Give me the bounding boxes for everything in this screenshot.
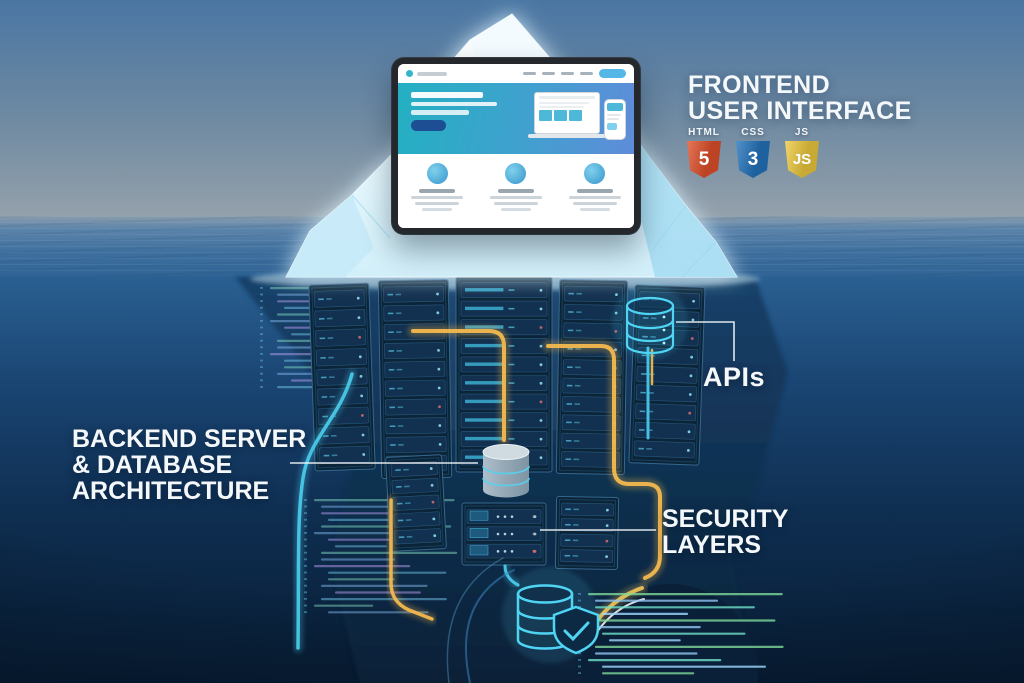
phone-bar: [607, 114, 622, 116]
database-shield-icon: [502, 567, 600, 663]
tablet-website-mockup: [392, 58, 640, 234]
backend-label-line1: BACKEND SERVER: [72, 425, 307, 453]
feature-text-bar: [422, 208, 453, 211]
mini-phone-icon: [604, 99, 626, 140]
feature-text-bar: [500, 208, 531, 211]
feature-column: [568, 163, 621, 228]
website-logo-text: [417, 71, 447, 76]
feature-text-bar: [568, 196, 621, 199]
security-label-line1: SECURITY: [662, 505, 789, 533]
mini-laptop-icon: [534, 92, 600, 134]
feature-column: [489, 163, 542, 228]
website-features: [398, 154, 634, 228]
website-nav: [523, 69, 626, 78]
website-header: [398, 64, 634, 83]
feature-title-bar: [576, 189, 613, 193]
mini-laptop-bar: [539, 96, 595, 99]
js-label: JS: [794, 127, 810, 138]
hero-headline-bar: [411, 92, 483, 98]
mini-laptop-bar: [539, 102, 590, 104]
apis-label: APIs: [703, 362, 766, 392]
card: [554, 110, 567, 121]
mini-laptop-base: [528, 134, 606, 138]
card: [539, 110, 552, 121]
nav-item: [542, 72, 555, 75]
frontend-title-line1: FRONTEND: [688, 71, 831, 99]
js-badge: JS JS: [785, 127, 819, 178]
nav-item: [561, 72, 574, 75]
feature-text-bar: [493, 202, 538, 205]
hero-cta-button: [411, 119, 446, 131]
html5-label: HTML: [688, 127, 720, 138]
css3-badge: CSS 3: [736, 127, 770, 178]
shield-check-icon: [552, 605, 600, 655]
backend-label-line2: & DATABASE: [72, 451, 233, 479]
phone-block: [607, 123, 617, 130]
phone-bar: [607, 118, 619, 120]
feature-text-bar: [579, 208, 610, 211]
mini-laptop-bar: [539, 106, 584, 108]
feature-icon: [584, 163, 606, 184]
feature-text-bar: [411, 196, 464, 199]
security-label-line2: LAYERS: [662, 531, 762, 559]
feature-column: [411, 163, 464, 228]
security-label: SECURITY LAYERS: [662, 506, 788, 558]
frontend-title: FRONTEND USER INTERFACE: [688, 72, 912, 124]
hero-text-bar: [411, 101, 497, 106]
backend-label: BACKEND SERVER & DATABASE ARCHITECTURE: [72, 426, 306, 504]
feature-icon: [426, 163, 448, 184]
frontend-title-line2: USER INTERFACE: [688, 97, 912, 125]
callout-connectors: [290, 321, 735, 531]
database-icon-central: [482, 444, 530, 498]
hero-text-bar: [411, 110, 469, 115]
backend-label-line3: ARCHITECTURE: [72, 477, 270, 505]
website-logo-icon: [406, 70, 413, 77]
nav-item: [580, 72, 593, 75]
database-icon-apis: [612, 284, 688, 360]
feature-icon: [505, 163, 527, 184]
apis-connector: [676, 321, 735, 361]
feature-title-bar: [419, 189, 456, 193]
code-snippet-bottom: [578, 593, 784, 675]
nav-cta-button: [599, 69, 626, 78]
phone-header: [607, 103, 623, 111]
website-hero: [398, 83, 634, 154]
feature-text-bar: [489, 196, 542, 199]
network-cables: [293, 325, 666, 683]
website-screen: [398, 64, 634, 228]
feature-text-bar: [572, 202, 617, 205]
tech-badges: HTML 5 CSS 3 JS JS: [687, 127, 819, 178]
card: [569, 110, 582, 121]
nav-item: [523, 72, 536, 75]
feature-title-bar: [497, 189, 534, 193]
html5-badge: HTML 5: [687, 127, 721, 178]
css3-label: CSS: [741, 127, 765, 138]
mini-laptop-cards: [539, 110, 595, 121]
css3-shield-icon: 3: [736, 141, 770, 178]
feature-text-bar: [415, 202, 460, 205]
html5-shield-icon: 5: [687, 141, 721, 178]
js-shield-icon: JS: [785, 141, 819, 178]
